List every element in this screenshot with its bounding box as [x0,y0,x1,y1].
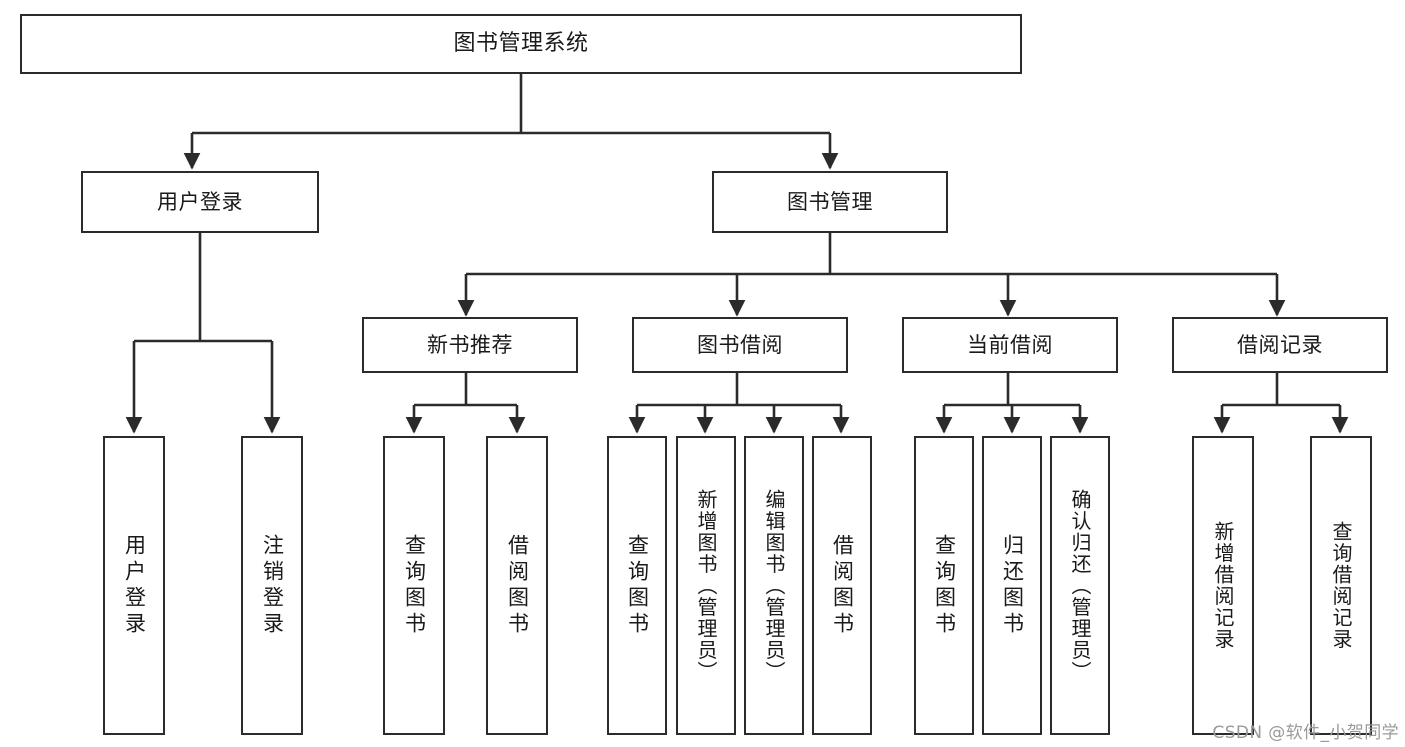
node-new-book-recommend[interactable]: 新书推荐 [362,317,578,373]
node-root[interactable]: 图书管理系统 [20,14,1022,74]
node-leaf-confirm-return-label: 确认归还（管理员） [1068,488,1092,683]
node-leaf-logout-label: 注销登录 [260,533,285,638]
node-user-login-label: 用户登录 [157,189,243,214]
node-borrow-record-label: 借阅记录 [1237,332,1323,357]
node-leaf-query-book-1[interactable]: 查询图书 [383,436,445,735]
node-leaf-query-book-2-label: 查询图书 [625,533,650,638]
node-leaf-borrow-book-2-label: 借阅图书 [830,533,855,638]
node-current-borrow[interactable]: 当前借阅 [902,317,1118,373]
node-leaf-query-book-2[interactable]: 查询图书 [607,436,667,735]
node-leaf-edit-book[interactable]: 编辑图书（管理员） [744,436,804,735]
node-leaf-query-record[interactable]: 查询借阅记录 [1310,436,1372,735]
node-book-manage-label: 图书管理 [787,189,873,214]
node-leaf-borrow-book-1[interactable]: 借阅图书 [486,436,548,735]
node-leaf-query-record-label: 查询借阅记录 [1329,521,1353,650]
node-book-borrow[interactable]: 图书借阅 [632,317,848,373]
node-leaf-add-record-label: 新增借阅记录 [1211,521,1235,650]
node-leaf-logout[interactable]: 注销登录 [241,436,303,735]
node-leaf-return-book[interactable]: 归还图书 [982,436,1042,735]
node-borrow-record[interactable]: 借阅记录 [1172,317,1388,373]
node-leaf-add-book[interactable]: 新增图书（管理员） [676,436,736,735]
node-leaf-add-book-label: 新增图书（管理员） [694,488,718,683]
node-leaf-user-login[interactable]: 用户登录 [103,436,165,735]
node-leaf-user-login-label: 用户登录 [122,533,147,638]
node-book-manage[interactable]: 图书管理 [712,171,948,233]
node-user-login[interactable]: 用户登录 [81,171,319,233]
node-leaf-return-book-label: 归还图书 [1000,533,1025,638]
node-leaf-borrow-book-1-label: 借阅图书 [505,533,530,638]
node-root-label: 图书管理系统 [453,31,589,57]
node-leaf-edit-book-label: 编辑图书（管理员） [762,488,786,683]
node-current-borrow-label: 当前借阅 [967,332,1053,357]
node-new-book-recommend-label: 新书推荐 [427,332,513,357]
node-leaf-confirm-return[interactable]: 确认归还（管理员） [1050,436,1110,735]
node-leaf-query-book-1-label: 查询图书 [402,533,427,638]
node-leaf-query-book-3[interactable]: 查询图书 [914,436,974,735]
node-leaf-query-book-3-label: 查询图书 [932,533,957,638]
node-book-borrow-label: 图书借阅 [697,332,783,357]
watermark: CSDN @软件_小贺同学 [1212,723,1399,743]
node-leaf-add-record[interactable]: 新增借阅记录 [1192,436,1254,735]
node-leaf-borrow-book-2[interactable]: 借阅图书 [812,436,872,735]
